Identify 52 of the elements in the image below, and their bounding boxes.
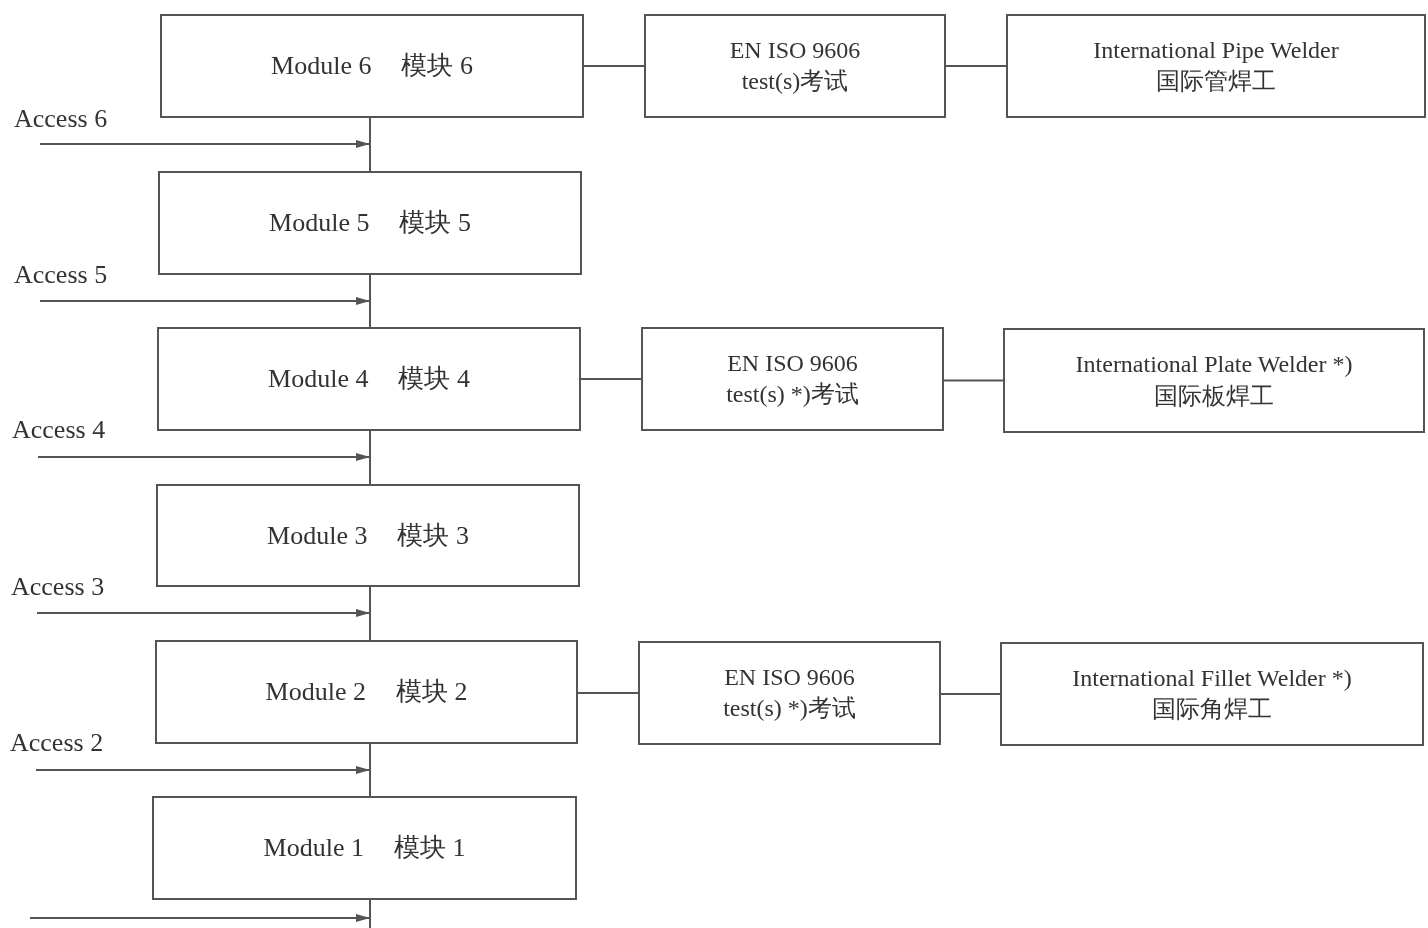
process-box	[1003, 328, 1425, 433]
access-label: Access 2	[10, 728, 104, 758]
module-box	[152, 796, 577, 900]
connector-line	[369, 743, 371, 797]
access-label: Access 5	[14, 260, 108, 290]
connector-line	[940, 693, 1001, 695]
module-box	[160, 14, 584, 118]
box-text: Module 5	[269, 207, 370, 240]
box-text: International Fillet Welder *) 国际角焊工	[1071, 663, 1353, 724]
connector-line	[369, 430, 371, 485]
box-text: Module 1	[263, 832, 364, 865]
connector-line	[583, 65, 645, 67]
process-box	[1006, 14, 1426, 118]
box-text: EN ISO 9606 test(s) *)考试	[722, 662, 857, 723]
box-text: 模块 1	[393, 832, 466, 865]
arrow	[39, 297, 371, 305]
process-box	[641, 327, 944, 431]
arrow	[36, 609, 371, 617]
box-text: International Pipe Welder 国际管焊工	[1092, 35, 1340, 96]
process-box	[638, 641, 941, 745]
box-text: Module 4	[268, 363, 369, 396]
arrow	[35, 766, 371, 774]
arrow	[29, 914, 371, 922]
connector-line	[943, 379, 1004, 382]
access-label: Access 4	[12, 415, 106, 445]
module-box	[155, 640, 578, 744]
box-text: EN ISO 9606 test(s) *)考试	[725, 348, 860, 409]
connector-line	[577, 692, 639, 694]
connector-line	[369, 117, 371, 172]
box-text: International Plate Welder *) 国际板焊工	[1074, 350, 1354, 411]
box-text: Module 2	[265, 676, 366, 709]
process-box	[1000, 642, 1424, 746]
box-text: 模块 4	[398, 363, 470, 396]
connector-line	[369, 586, 371, 641]
access-label: Access 6	[14, 104, 108, 134]
box-text: 模块 6	[401, 50, 473, 83]
connector-line	[945, 65, 1007, 67]
access-label: Access 3	[11, 572, 105, 602]
box-text: 模块 5	[399, 207, 471, 240]
box-text: Module 6	[271, 50, 372, 83]
process-box	[644, 14, 946, 118]
box-text: Module 3	[267, 519, 368, 552]
arrow	[37, 453, 371, 461]
connector-line	[580, 378, 642, 380]
connector-line	[369, 274, 371, 328]
box-text: 模块 3	[397, 519, 469, 552]
module-box	[156, 484, 580, 587]
arrow	[39, 140, 371, 148]
module-box	[157, 327, 581, 431]
box-text: 模块 2	[395, 676, 468, 709]
module-box	[158, 171, 582, 275]
box-text: EN ISO 9606 test(s)考试	[728, 35, 862, 96]
